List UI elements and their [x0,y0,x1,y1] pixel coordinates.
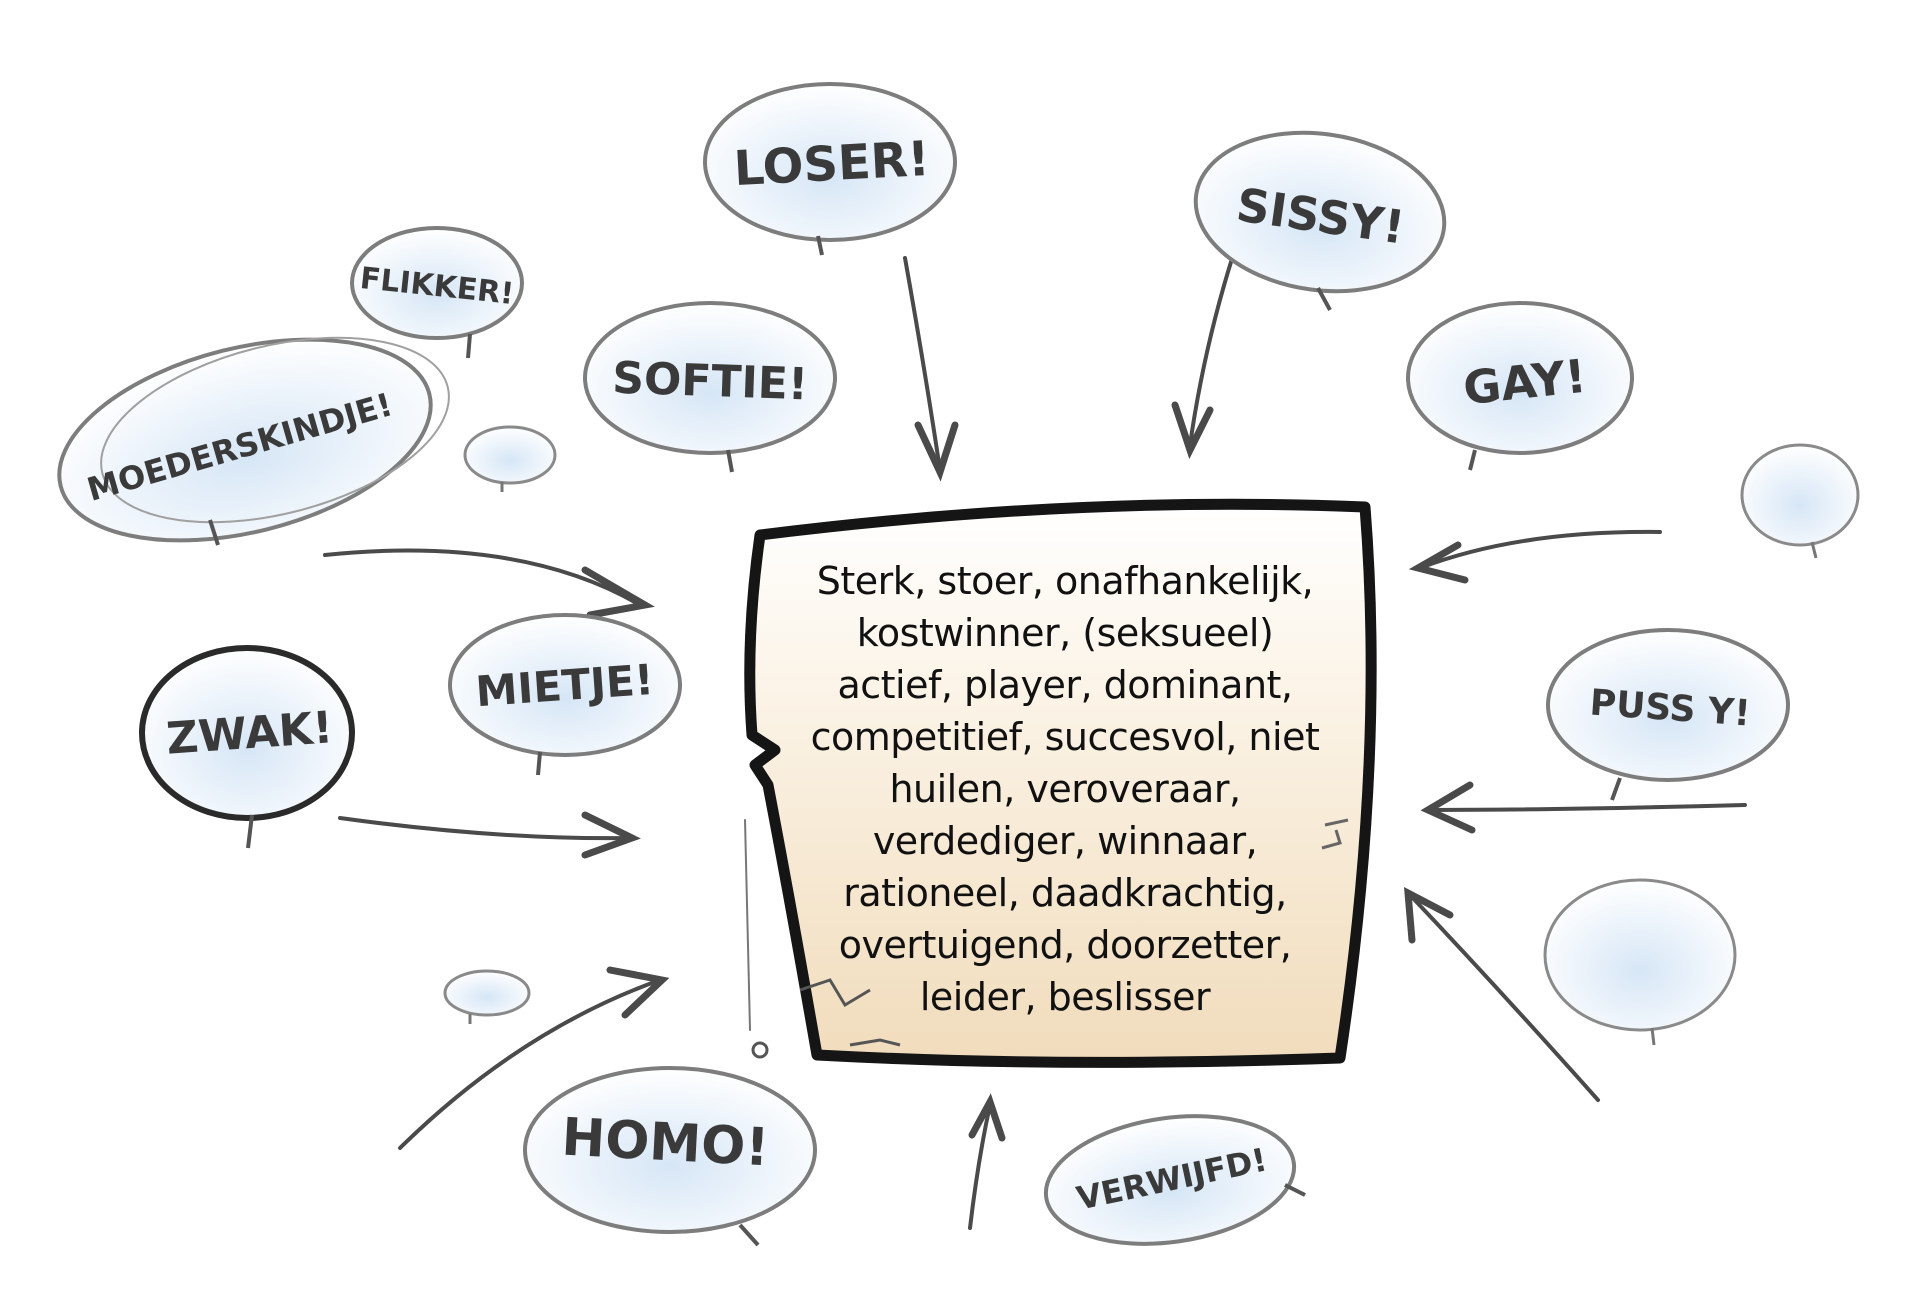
arrow-from-zwak [338,816,632,841]
bubble-label: LOSER! [732,131,931,197]
trait-line: verdediger, winnaar, [872,819,1258,863]
arrowhead [1408,541,1469,584]
trait-line: leider, beslisser [919,975,1211,1019]
bubble-zwak: ZWAK! [139,645,355,849]
arrow-from-bottom [968,1103,992,1230]
trait-line: kostwinner, (seksueel) [856,611,1274,655]
trait-line: overtuigend, doorzetter, [838,923,1292,967]
arrow-from-bottom-left [398,978,662,1150]
trait-line: huilen, veroveraar, [889,767,1241,811]
trait-line: actief, player, dominant, [837,663,1293,707]
bubble-label: GAY! [1461,349,1589,416]
arrow-from-pussy [1428,803,1747,812]
bubble-label: ZWAK! [165,702,335,765]
trait-line: rationeel, daadkrachtig, [843,871,1287,915]
bubble-mietje: MIETJE! [448,613,682,776]
bubble-verwijfd: VERWIJFD! [1043,1114,1306,1246]
arrow-from-right-top [1418,529,1662,570]
crack-line [1321,818,1349,850]
arrowhead [1403,886,1454,944]
center-box [744,498,1377,1068]
arrow-from-right-bottom [1408,893,1600,1102]
center-box-text: Sterk, stoer, onafhankelijk, kostwinner,… [790,555,1340,1025]
arrowhead [1420,781,1476,834]
bubble-empty [443,969,531,1024]
arrow-from-left-top [323,548,642,607]
arrows [323,238,1747,1230]
arrowhead [606,966,670,1019]
bubble-label: SOFTIE! [611,353,808,411]
bubble-moederskindje: MOEDERSKINDJE! [57,336,450,546]
bubble-empty [1543,878,1737,1046]
arrowhead [581,811,641,859]
arrowhead [1171,401,1214,460]
trait-line: Sterk, stoer, onafhankelijk, [816,559,1314,603]
bubble-sissy: SISSY! [1193,130,1447,311]
arrowhead [914,421,959,482]
speech-bubbles: LOSER! SISSY! FLIKKER! SOFTIE! MOEDERSKI… [57,82,1860,1247]
arrowhead [968,1093,1006,1142]
bubble-homo: HOMO! [523,1066,817,1247]
bubble-empty [463,425,557,492]
bubble-softie: SOFTIE! [583,301,837,473]
arrow-from-sissy [1188,238,1240,447]
center-box-shape [744,498,1377,1068]
arrowhead [581,566,655,619]
bubble-loser: LOSER! [703,82,957,256]
crack-line [799,978,901,1047]
bubble-pussy: PUSS Y! [1546,628,1790,801]
arrow-from-loser [903,256,942,472]
small-dot [751,1041,769,1059]
bubble-empty [1740,443,1860,559]
bubble-flikker: FLIKKER! [350,226,524,359]
bubble-gay: GAY! [1406,301,1634,471]
trait-line: competitief, succesvol, niet [810,715,1320,759]
bubble-label: HOMO! [560,1108,770,1179]
guide-line [744,819,751,1031]
